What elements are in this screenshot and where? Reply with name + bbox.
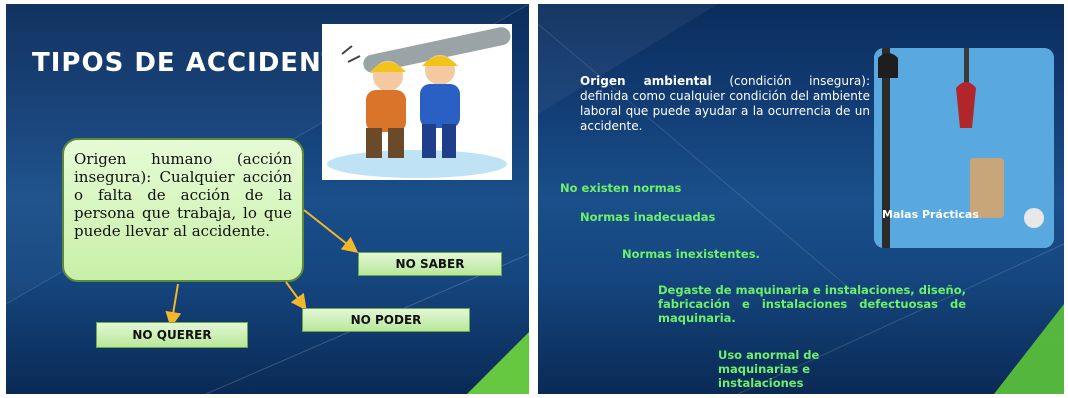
crane-hook-photo-icon: Malas Prácticas xyxy=(874,48,1054,248)
origen-humano-callout: Origen humano (acción insegura): Cualqui… xyxy=(62,138,304,282)
photo-caption: Malas Prácticas xyxy=(882,208,979,221)
origen-ambiental-heading: Origen ambiental xyxy=(580,74,712,88)
origen-ambiental-definition: (condición insegura): definida como cual… xyxy=(580,74,870,133)
arrow-to-no-saber xyxy=(303,209,359,253)
slide-tipos-de-accidentes: TIPOS DE ACCIDENTES Origen humano (acció… xyxy=(6,4,529,394)
tag-no-poder-label: NO PODER xyxy=(350,313,422,327)
slide-origen-ambiental: Origen ambiental (condición insegura): d… xyxy=(538,4,1064,394)
tag-no-querer: NO QUERER xyxy=(96,322,248,348)
arrow-to-no-querer xyxy=(165,283,182,328)
list-item: Degaste de maquinaria e instalaciones, d… xyxy=(658,283,966,325)
slide-title: TIPOS DE ACCIDENTES xyxy=(32,48,380,78)
origen-ambiental-text: Origen ambiental (condición insegura): d… xyxy=(580,74,870,134)
tag-no-querer-label: NO QUERER xyxy=(132,328,212,342)
list-item: Normas inexistentes. xyxy=(622,247,760,261)
arrow-to-no-poder xyxy=(285,281,307,311)
list-item: Uso anormal de maquinarias e instalacion… xyxy=(718,348,820,390)
list-item: No existen normas xyxy=(560,181,682,195)
slide-corner-accent xyxy=(467,332,529,394)
list-item: Normas inadecuadas xyxy=(580,210,716,224)
tag-no-saber: NO SABER xyxy=(358,252,502,276)
workers-cartoon-icon xyxy=(322,24,512,180)
tag-no-saber-label: NO SABER xyxy=(395,257,465,271)
slide-corner-accent xyxy=(994,304,1064,394)
arrows-diagram xyxy=(165,209,359,328)
tag-no-poder: NO PODER xyxy=(302,308,470,332)
